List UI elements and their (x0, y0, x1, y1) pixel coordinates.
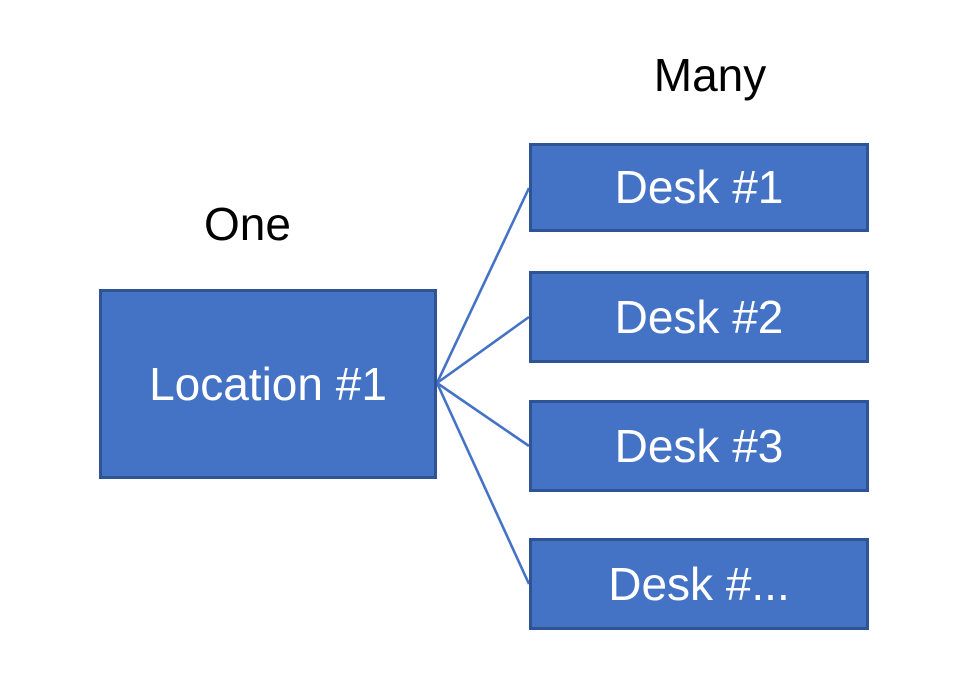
node-desk-1-label: Desk #1 (614, 161, 784, 214)
connector-location-to-desk-3 (436, 381, 530, 448)
node-desk-2[interactable]: Desk #2 (529, 271, 869, 363)
cardinality-label-many: Many (653, 49, 767, 101)
node-location[interactable]: Location #1 (99, 289, 437, 479)
cardinality-label-one: One (204, 198, 291, 250)
node-desk-2-label: Desk #2 (614, 290, 784, 343)
connector-location-to-desk-more (435, 382, 531, 585)
node-desk-more[interactable]: Desk #... (529, 538, 869, 630)
connector-location-to-desk-2 (436, 315, 530, 385)
node-desk-more-label: Desk #... (608, 557, 790, 610)
node-location-label: Location #1 (149, 357, 387, 410)
node-desk-3[interactable]: Desk #3 (529, 400, 869, 492)
node-desk-1[interactable]: Desk #1 (529, 143, 869, 232)
node-desk-3-label: Desk #3 (614, 419, 784, 472)
connector-location-to-desk-1 (435, 187, 531, 384)
